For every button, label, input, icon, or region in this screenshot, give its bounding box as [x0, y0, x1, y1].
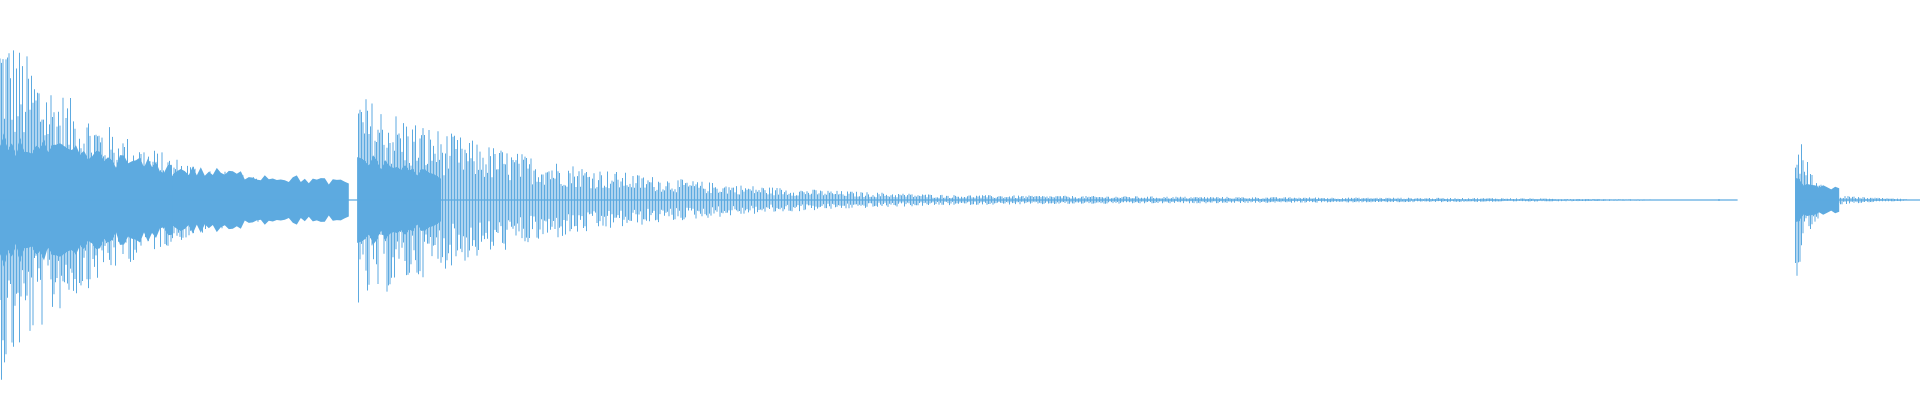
waveform-dense-core: [0, 133, 1920, 267]
